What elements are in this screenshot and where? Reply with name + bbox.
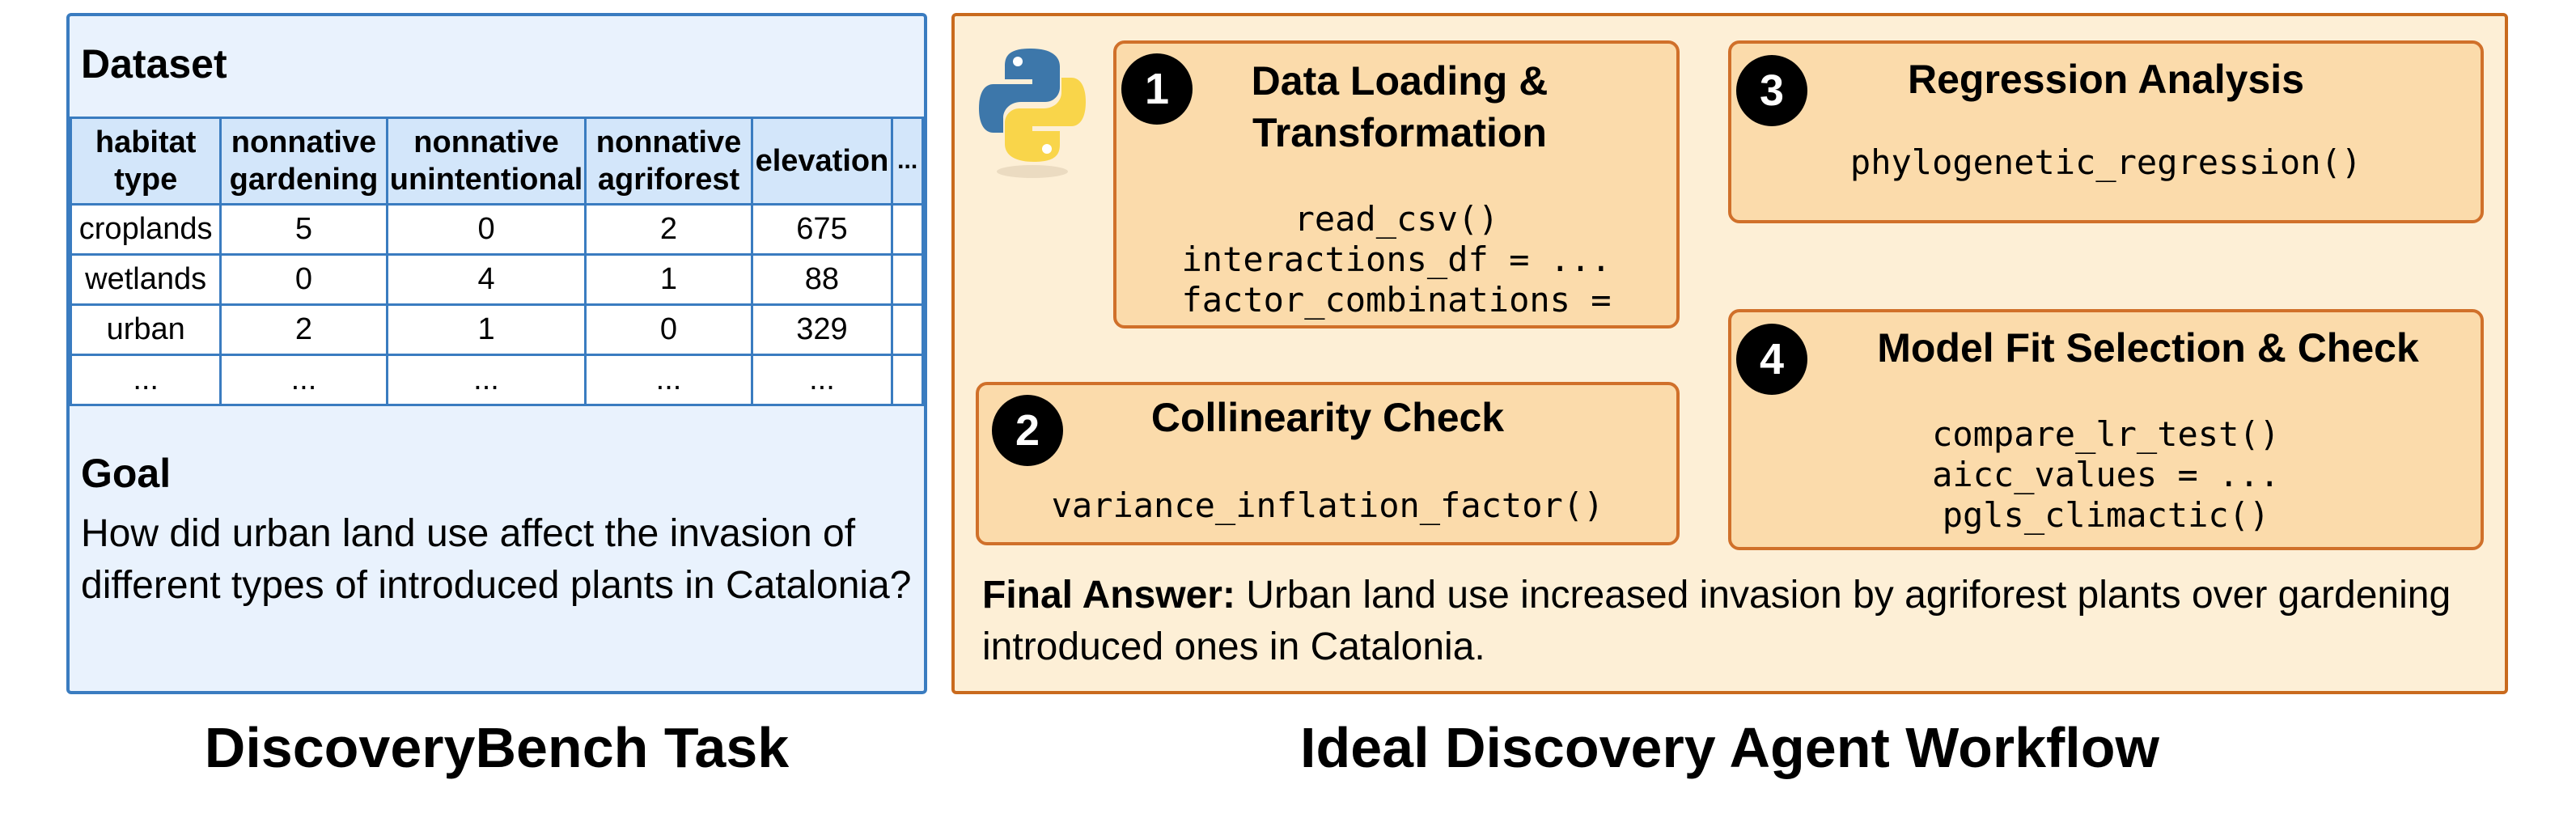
final-answer-label: Final Answer: bbox=[982, 574, 1235, 617]
table-cell: 0 bbox=[584, 303, 753, 356]
table-row: croplands 5 0 2 675 bbox=[69, 203, 924, 256]
table-cell: 2 bbox=[219, 303, 388, 356]
goal-title: Goal bbox=[81, 451, 172, 496]
final-answer: Final Answer: Urban land use increased i… bbox=[982, 570, 2487, 673]
step-code: phylogenetic_regression() bbox=[1849, 142, 2362, 182]
step-title: Model Fit Selection & Check bbox=[1877, 325, 2419, 371]
table-cell: 1 bbox=[584, 253, 753, 306]
table-cell: 675 bbox=[750, 203, 894, 256]
step-title: Collinearity Check bbox=[1150, 395, 1505, 440]
workflow-caption: Ideal Discovery Agent Workflow bbox=[1300, 716, 2159, 779]
step-code: variance_inflation_factor() bbox=[1051, 485, 1604, 525]
step-code: read_csv() interactions_df = ... factor_… bbox=[1181, 199, 1612, 320]
step-code: compare_lr_test() aicc_values = ... pgls… bbox=[1932, 414, 2280, 535]
final-answer-text: Urban land use increased invasion by agr… bbox=[982, 574, 2451, 668]
table-cell: 0 bbox=[385, 203, 587, 256]
table-row: wetlands 0 4 1 88 bbox=[69, 253, 924, 306]
table-cell: ... bbox=[219, 354, 388, 406]
table-cell: 88 bbox=[750, 253, 894, 306]
table-row: urban 2 1 0 329 bbox=[69, 303, 924, 356]
step-title: Data Loading & Transformation bbox=[1251, 58, 1549, 155]
step-title: Regression Analysis bbox=[1907, 57, 2304, 102]
step-number-badge: 4 bbox=[1736, 324, 1807, 395]
step-number-badge: 1 bbox=[1121, 53, 1193, 125]
table-cell bbox=[891, 203, 924, 256]
table-cell: 1 bbox=[385, 303, 587, 356]
table-cell: ... bbox=[584, 354, 753, 406]
table-cell bbox=[891, 303, 924, 356]
table-cell: urban bbox=[69, 303, 222, 356]
table-cell: ... bbox=[385, 354, 587, 406]
workflow-panel: 1 Data Loading & Transformation read_csv… bbox=[951, 13, 2508, 694]
header-more: ... bbox=[891, 117, 924, 206]
table-cell: wetlands bbox=[69, 253, 222, 306]
step-number-badge: 3 bbox=[1736, 55, 1807, 126]
header-elevation: elevation bbox=[750, 117, 894, 206]
table-row: ... ... ... ... ... bbox=[69, 354, 924, 406]
step-regression-analysis: 3 Regression Analysis phylogenetic_regre… bbox=[1728, 40, 2484, 223]
table-cell: 329 bbox=[750, 303, 894, 356]
goal-text: How did urban land use affect the invasi… bbox=[81, 512, 912, 607]
python-logo-icon bbox=[979, 49, 1086, 178]
dataset-title: Dataset bbox=[81, 41, 227, 87]
table-cell bbox=[891, 354, 924, 406]
table-cell: ... bbox=[750, 354, 894, 406]
table-cell: 2 bbox=[584, 203, 753, 256]
table-cell: ... bbox=[69, 354, 222, 406]
step-data-loading: 1 Data Loading & Transformation read_csv… bbox=[1113, 40, 1680, 328]
table-cell: 0 bbox=[219, 253, 388, 306]
step-number-badge: 2 bbox=[992, 395, 1063, 466]
table-cell bbox=[891, 253, 924, 306]
step-collinearity-check: 2 Collinearity Check variance_inflation_… bbox=[976, 382, 1680, 545]
table-cell: 5 bbox=[219, 203, 388, 256]
table-cell: 4 bbox=[385, 253, 587, 306]
table-cell: croplands bbox=[69, 203, 222, 256]
task-caption: DiscoveryBench Task bbox=[204, 716, 790, 779]
step-model-fit-selection: 4 Model Fit Selection & Check compare_lr… bbox=[1728, 309, 2484, 550]
